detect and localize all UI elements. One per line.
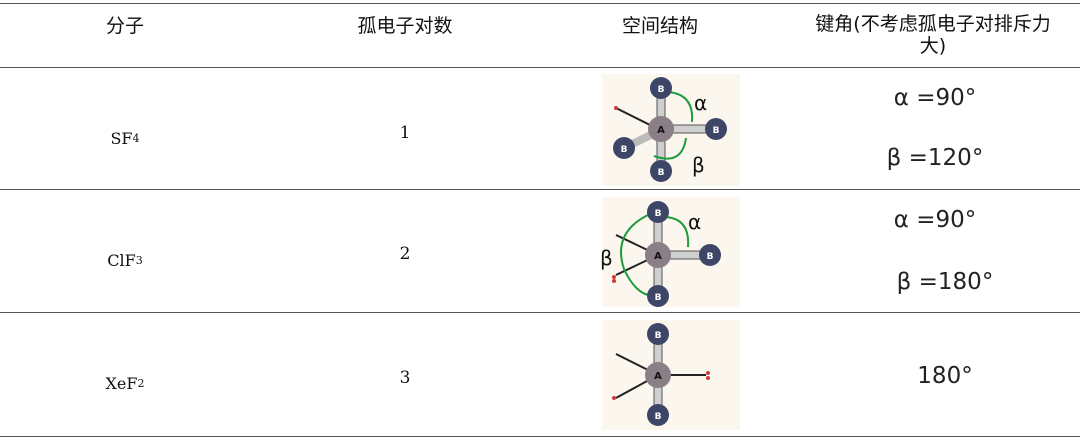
bond-angle-value: 180° [917, 363, 973, 389]
bond-angle-value: β =180° [896, 269, 994, 295]
lone-pair-dot [612, 396, 616, 400]
table-row-xef2-lone-pairs: 3 [300, 360, 510, 396]
molecule-subscript: 4 [132, 131, 140, 145]
lone-pair-dot [706, 376, 710, 380]
beta-label: β [692, 153, 705, 177]
outer-atom-label: B [707, 252, 714, 262]
molecule-formula: XeF [105, 373, 138, 393]
lone-pair-dot [614, 106, 618, 110]
angle-beta-arc [620, 214, 649, 296]
outer-atom-b [647, 201, 669, 223]
table-row-clf3-angle-beta: β =180° [870, 264, 1020, 300]
alpha-label: α [688, 210, 701, 234]
outer-atom-label: B [621, 145, 628, 155]
header-lone-pairs: 孤电子对数 [300, 6, 510, 46]
outer-atom-label: B [658, 168, 665, 178]
molecule-subscript: 2 [137, 376, 145, 390]
bond-angle-value: α =90° [893, 207, 977, 233]
lone-pair-count: 2 [399, 244, 411, 264]
header-molecule-label: 分子 [105, 15, 144, 37]
seesaw-structure-diagram: A B B B B α β [602, 74, 740, 186]
central-atom-label: A [654, 251, 662, 262]
table-row-clf3-angle-alpha: α =90° [860, 202, 1010, 238]
row-divider [0, 189, 1080, 190]
outer-atom-b [613, 137, 635, 159]
table-bottom-rule [0, 436, 1080, 437]
molecule-formula: SF [110, 128, 133, 148]
lone-pair-count: 3 [399, 368, 411, 388]
angle-alpha-arc [665, 216, 690, 248]
row-divider [0, 312, 1080, 313]
angle-alpha-arc [667, 91, 694, 123]
linear-structure-diagram: A B B [602, 320, 740, 430]
outer-atom-label: B [655, 293, 662, 303]
table-row-xef2-angle: 180° [870, 358, 1020, 394]
outer-atom-b [647, 285, 669, 307]
outer-atom-b [705, 118, 727, 140]
header-bond-angle: 键角(不考虑孤电子对排斥力大) [812, 8, 1054, 62]
bond-angle-value: β =120° [886, 145, 984, 171]
outer-atom-label: B [655, 331, 662, 341]
central-atom-a [645, 242, 671, 268]
table-row-sf4-lone-pairs: 1 [300, 115, 510, 151]
header-bond-angle-label: 键角(不考虑孤电子对排斥力大) [815, 13, 1051, 57]
outer-atom-b [699, 244, 721, 266]
header-bottom-rule [0, 67, 1080, 68]
table-row-clf3-lone-pairs: 2 [300, 236, 510, 272]
t-shaped-structure-diagram: A B B B α β [600, 197, 740, 307]
central-atom-a [648, 116, 674, 142]
central-atom-label: A [654, 371, 662, 382]
lone-pair-dot [612, 275, 616, 279]
lone-pair-dot [612, 279, 616, 283]
outer-atom-b [647, 323, 669, 345]
central-atom-label: A [657, 125, 665, 136]
bond-angle-value: α =90° [893, 85, 977, 111]
header-structure: 空间结构 [560, 6, 760, 46]
beta-label: β [600, 246, 613, 270]
header-lone-pairs-label: 孤电子对数 [357, 15, 453, 37]
table-top-rule [0, 3, 1080, 4]
lone-pair-count: 1 [399, 123, 411, 143]
outer-atom-label: B [655, 209, 662, 219]
outer-atom-b [647, 404, 669, 426]
table-row-sf4-angle-alpha: α =90° [860, 80, 1010, 116]
angle-beta-arc [653, 137, 687, 160]
molecule-subscript: 3 [135, 253, 143, 267]
table-row-sf4-angle-beta: β =120° [860, 140, 1010, 176]
outer-atom-label: B [658, 85, 665, 95]
lone-pair-dot [706, 371, 710, 375]
header-molecule: 分子 [40, 6, 210, 46]
molecule-formula: ClF [107, 250, 136, 270]
outer-atom-label: B [655, 412, 662, 422]
outer-atom-label: B [713, 126, 720, 136]
header-structure-label: 空间结构 [621, 15, 698, 37]
central-atom-a [645, 362, 671, 388]
outer-atom-b [650, 160, 672, 182]
outer-atom-b [650, 77, 672, 99]
alpha-label: α [694, 91, 707, 115]
